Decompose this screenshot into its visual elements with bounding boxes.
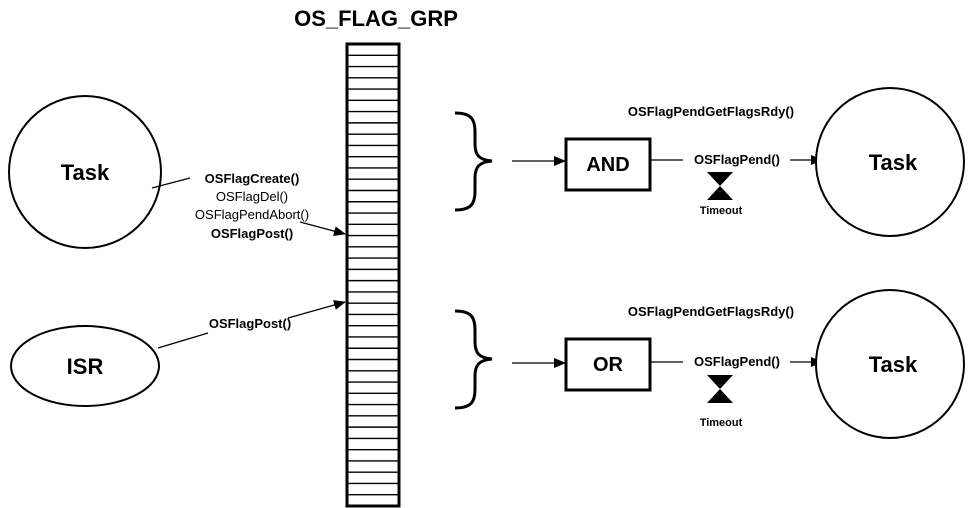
or-pend-label: OSFlagPend() [694,354,780,369]
or-timeout-hourglass-icon [707,375,733,403]
isr-post-arrow [287,300,346,319]
flag-group-column [345,42,401,508]
isr-ellipse [10,325,160,407]
flag-group-outline [345,42,401,508]
bottom-right-task-label: Task [869,352,918,377]
task-call-pend-abort: OSFlagPendAbort() [195,207,309,222]
isr-call-post: OSFlagPost() [209,316,291,331]
and-timeout-label: Timeout [700,205,743,217]
task-call-create: OSFlagCreate() [205,171,300,186]
top-right-task-circle [815,87,965,237]
bottom-right-task-circle [815,289,965,439]
task-post-arrow [299,221,346,236]
task-call-post: OSFlagPost() [211,226,293,241]
bottom-right-task-node: Task [815,289,965,439]
and-timeout-hourglass-icon [707,172,733,200]
and-gate-box [564,137,652,192]
or-branch: OR OSFlagPendGetFlagsRdy() OSFlagPend() … [512,304,823,429]
or-timeout-label: Timeout [700,417,743,429]
and-pend-label: OSFlagPend() [694,152,780,167]
and-branch: AND OSFlagPendGetFlagsRdy() OSFlagPend()… [512,104,823,217]
or-brace [454,309,493,410]
flag-group-cells [347,54,399,496]
task-call-del: OSFlagDel() [216,189,288,204]
and-gate-label: AND [586,154,629,176]
diagram-title: OS_FLAG_GRP [294,6,458,31]
and-brace [454,111,493,212]
top-right-task-node: Task [815,87,965,237]
task-connector-line [151,177,191,189]
isr-label: ISR [67,354,104,379]
and-get-flags-label: OSFlagPendGetFlagsRdy() [628,104,794,119]
top-right-task-label: Task [869,150,918,175]
or-gate-label: OR [593,354,624,376]
or-get-flags-label: OSFlagPendGetFlagsRdy() [628,304,794,319]
or-gate-box [564,337,652,392]
left-task-circle [8,95,162,249]
left-task-node: Task [8,95,162,249]
isr-node: ISR [10,325,160,407]
isr-connector-line [157,332,209,349]
left-task-label: Task [61,160,110,185]
